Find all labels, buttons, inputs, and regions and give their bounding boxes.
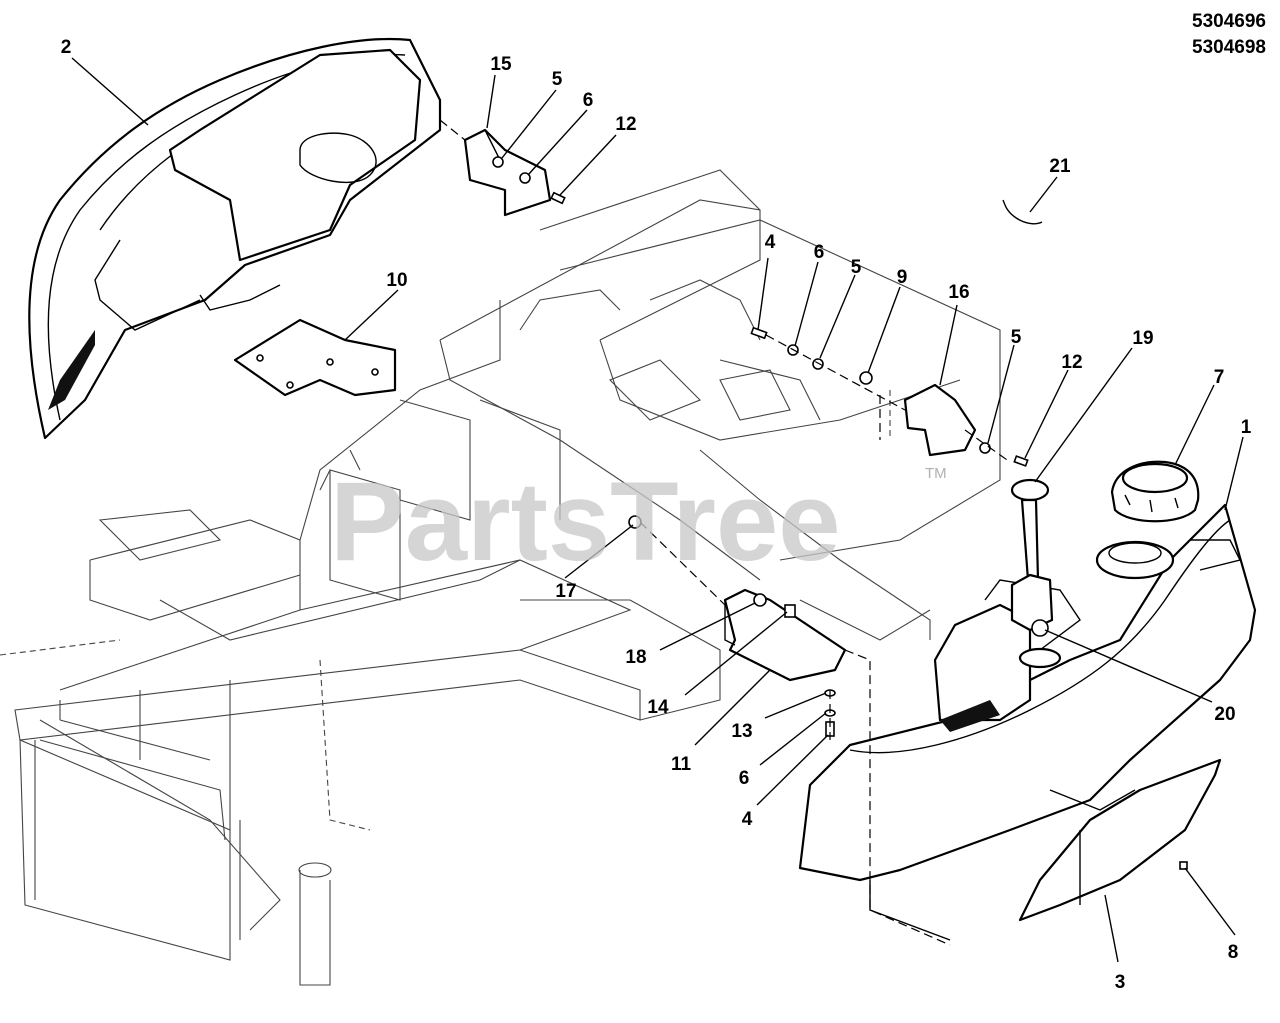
callout-3: 3 bbox=[1115, 972, 1126, 993]
watermark-trademark: TM bbox=[925, 465, 947, 482]
callout-6: 6 bbox=[814, 242, 825, 263]
callout-7: 7 bbox=[1214, 367, 1225, 388]
callout-5: 5 bbox=[851, 257, 862, 278]
clip-21-part bbox=[1002, 199, 1043, 225]
callout-12: 12 bbox=[615, 114, 636, 135]
callout-15: 15 bbox=[490, 54, 512, 75]
callout-20: 20 bbox=[1214, 704, 1235, 725]
callout-14: 14 bbox=[647, 697, 669, 718]
callout-1: 1 bbox=[1241, 417, 1252, 438]
callout-2: 2 bbox=[61, 37, 72, 58]
bracket-16-part bbox=[903, 383, 977, 457]
lever-part bbox=[1010, 478, 1054, 632]
callout-4: 4 bbox=[765, 232, 776, 253]
callout-10: 10 bbox=[386, 270, 407, 291]
callout-11: 11 bbox=[671, 754, 692, 775]
fuel-cap-part bbox=[1110, 460, 1200, 523]
callout-21: 21 bbox=[1049, 156, 1071, 177]
callout-9: 9 bbox=[897, 267, 908, 288]
callout-5: 5 bbox=[1011, 327, 1022, 348]
callout-8: 8 bbox=[1228, 942, 1239, 963]
plate-11-part bbox=[723, 588, 847, 682]
callout-6: 6 bbox=[739, 768, 750, 789]
callout-12: 12 bbox=[1061, 352, 1082, 373]
assembly-lines bbox=[439, 119, 1011, 946]
right-fender-part bbox=[798, 503, 1257, 941]
callout-18: 18 bbox=[625, 647, 646, 668]
mower-frame bbox=[0, 169, 1001, 986]
model-number-2: 5304698 bbox=[1192, 37, 1266, 58]
callout-16: 16 bbox=[948, 282, 969, 303]
callout-13: 13 bbox=[731, 721, 752, 742]
callout-4: 4 bbox=[742, 809, 753, 830]
left-fender-part bbox=[28, 37, 442, 440]
leader-lines bbox=[71, 57, 1244, 963]
cover-plate-part bbox=[1018, 758, 1222, 922]
callouts: 2 15 5 6 12 21 4 6 5 9 16 5 12 10 7 1 19… bbox=[61, 37, 1252, 993]
callout-17: 17 bbox=[555, 581, 576, 602]
bracket-15-part bbox=[463, 128, 552, 217]
watermark: PartsTree bbox=[330, 459, 841, 584]
bracket-10-part bbox=[233, 318, 397, 397]
callout-19: 19 bbox=[1132, 328, 1153, 349]
model-number-1: 5304696 bbox=[1192, 11, 1266, 32]
callout-5: 5 bbox=[552, 69, 563, 90]
callout-6: 6 bbox=[583, 90, 594, 111]
